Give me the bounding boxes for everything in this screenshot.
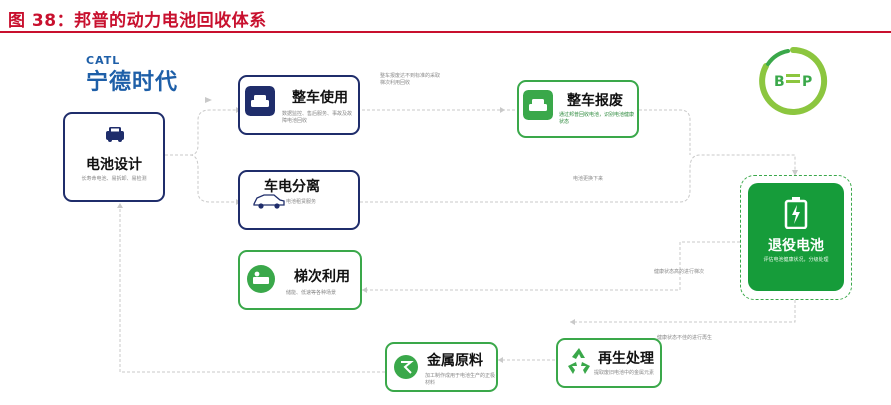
- catl-logo: CATL 宁德时代: [86, 54, 178, 96]
- node-separation-desc: 电池租赁服务: [286, 199, 317, 205]
- node-vehicle-use-label: 整车使用: [292, 90, 348, 106]
- node-retired-battery: 退役电池 评估电池健康状况，分级处理: [748, 183, 844, 291]
- node-vehicle-scrap: 整车报废 通过邦普回收电池，识别电池健康状态: [517, 80, 639, 138]
- car-side-icon: [253, 194, 285, 209]
- node-metal-material: 金属原料 加工制作成用于电池生产的正极材料: [385, 342, 498, 392]
- node-separation-label: 车电分离: [264, 179, 320, 195]
- title-rule: [0, 31, 891, 33]
- node-vehicle-scrap-label: 整车报废: [567, 93, 623, 109]
- node-retired-battery-desc: 评估电池健康状况，分级处理: [763, 257, 829, 263]
- car-icon: [106, 127, 124, 142]
- node-battery-design-desc: 长寿命电池、易拆卸、易检测: [81, 176, 147, 182]
- node-vehicle-scrap-desc: 通过邦普回收电池，识别电池健康状态: [559, 112, 635, 125]
- brunp-logo: B P: [759, 46, 828, 115]
- node-recycling: 再生处理 提取废旧电池中的金属元素: [556, 338, 662, 388]
- recycle-icon: [568, 348, 590, 374]
- catl-logo-en: CATL: [86, 54, 121, 67]
- note-recycle: 健康状态不佳的进行再生: [657, 335, 713, 341]
- node-recycling-label: 再生处理: [598, 351, 654, 367]
- node-cascade-use-desc: 储能、低速等各种场景: [286, 290, 337, 296]
- node-vehicle-use-desc: 数据监控、售后服务、事故及故障电池回收: [282, 111, 353, 124]
- node-retired-battery-frame: [740, 175, 852, 300]
- node-vehicle-use: 整车使用 数据监控、售后服务、事故及故障电池回收: [238, 75, 360, 135]
- node-battery-design-label: 电池设计: [86, 157, 142, 173]
- page-title: 图 38：邦普的动力电池回收体系: [8, 11, 267, 31]
- svg-text:B: B: [774, 74, 785, 90]
- catl-logo-zh: 宁德时代: [86, 70, 179, 95]
- node-retired-battery-label: 退役电池: [768, 238, 824, 254]
- note-separation: 电池更换下来: [573, 176, 604, 182]
- node-separation: 车电分离 电池租赁服务: [238, 170, 360, 230]
- battery-pack-icon: [247, 265, 275, 293]
- battery-icon: [784, 197, 808, 229]
- note-cascade: 健康状态高的进行梯次: [654, 269, 705, 275]
- svg-text:P: P: [802, 74, 812, 90]
- note-scrap: 整车报废达不到标准的采取梯次利用回收: [380, 73, 441, 86]
- node-metal-material-label: 金属原料: [427, 353, 483, 369]
- metal-icon: [394, 355, 418, 379]
- node-recycling-desc: 提取废旧电池中的金属元素: [594, 370, 655, 376]
- node-metal-material-desc: 加工制作成用于电池生产的正极材料: [425, 373, 496, 386]
- car-icon: [245, 86, 275, 116]
- node-cascade-use-label: 梯次利用: [294, 269, 350, 285]
- node-battery-design: 电池设计 长寿命电池、易拆卸、易检测: [63, 112, 165, 202]
- car-icon: [523, 90, 553, 120]
- node-cascade-use: 梯次利用 储能、低速等各种场景: [238, 250, 362, 310]
